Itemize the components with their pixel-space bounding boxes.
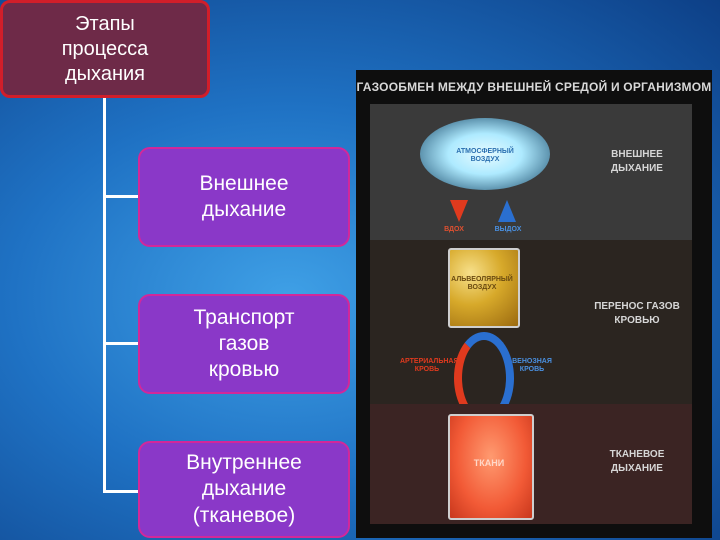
alveoli-icon	[448, 248, 520, 328]
inhale-arrow-icon	[450, 200, 468, 222]
atmosphere-cloud-icon	[420, 118, 550, 190]
band-label-tissue: ТКАНЕВОЕ ДЫХАНИЕ	[609, 449, 665, 474]
band-label-external: ВНЕШНЕЕ ДЫХАНИЕ	[611, 149, 663, 174]
stage-box-internal: Внутреннее дыхание (тканевое)	[138, 441, 350, 538]
gas-exchange-illustration: ГАЗООБМЕН МЕЖДУ ВНЕШНЕЙ СРЕДОЙ И ОРГАНИЗ…	[356, 70, 712, 538]
stage-label-internal: Внутреннее дыхание (тканевое)	[186, 451, 302, 527]
venous-label: ВЕНОЗНАЯ КРОВЬ	[512, 358, 552, 374]
inhale-label: ВДОХ	[444, 226, 464, 233]
band-external: АТМОСФЕРНЫЙ ВОЗДУХ ВДОХ ВЫДОХ ВНЕШНЕЕ ДЫ…	[370, 104, 692, 240]
stage-box-external: Внешнее дыхание	[138, 147, 350, 247]
exhale-label: ВЫДОХ	[494, 226, 522, 233]
root-node-box: Этапы процесса дыхания	[0, 0, 210, 98]
stage-label-transport: Транспорт газов кровью	[193, 305, 295, 382]
tree-trunk-line	[103, 98, 106, 492]
arterial-label: АРТЕРИАЛЬНАЯ КРОВЬ	[400, 358, 459, 374]
alveolar-label: АЛЬВЕОЛЯРНЫЙ ВОЗДУХ	[451, 276, 513, 292]
branch-line-3	[103, 490, 139, 493]
band-label-transport: ПЕРЕНОС ГАЗОВ КРОВЬЮ	[594, 301, 680, 326]
branch-line-1	[103, 195, 139, 198]
exhale-arrow-icon	[498, 200, 516, 222]
illustration-title: ГАЗООБМЕН МЕЖДУ ВНЕШНЕЙ СРЕДОЙ И ОРГАНИЗ…	[356, 80, 712, 94]
stage-box-transport: Транспорт газов кровью	[138, 294, 350, 394]
tissue-label: ТКАНИ	[473, 458, 505, 468]
branch-line-2	[103, 342, 139, 345]
band-tissue: ТКАНИ ТКАНЕВОЕ ДЫХАНИЕ	[370, 404, 692, 524]
root-node-label: Этапы процесса дыхания	[61, 12, 149, 85]
atmosphere-label: АТМОСФЕРНЫЙ ВОЗДУХ	[456, 148, 514, 164]
tissue-icon	[448, 414, 534, 520]
band-transport: АЛЬВЕОЛЯРНЫЙ ВОЗДУХ АРТЕРИАЛЬНАЯ КРОВЬ В…	[370, 240, 692, 424]
stage-label-external: Внешнее дыхание	[199, 171, 289, 221]
